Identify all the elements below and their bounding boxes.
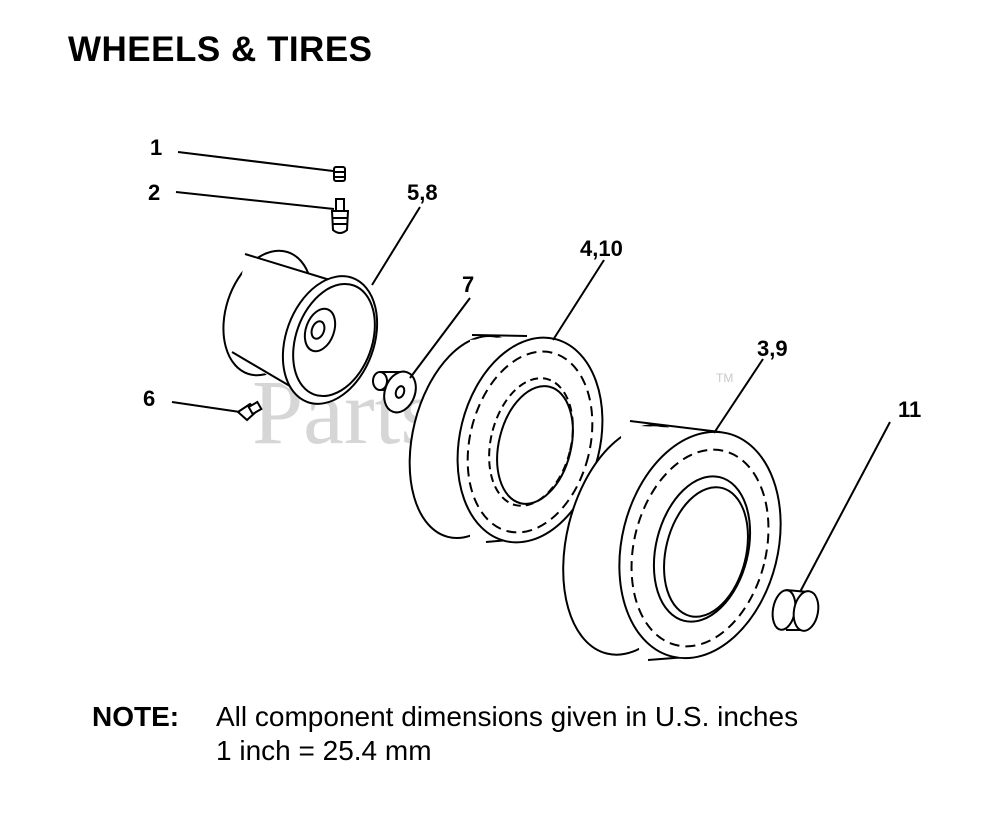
part-rim <box>222 249 379 405</box>
part-bushing <box>372 370 417 414</box>
page-title: WHEELS & TIRES <box>68 30 373 69</box>
callout-1: 1 <box>150 135 162 160</box>
part-lug-bolt <box>236 400 263 422</box>
callout-4-10: 4,10 <box>580 236 623 261</box>
part-valve-cap <box>333 166 346 182</box>
note-line-1: All component dimensions given in U.S. i… <box>216 701 799 732</box>
callout-7: 7 <box>462 272 474 297</box>
callout-11: 11 <box>898 397 921 422</box>
part-tire-front <box>408 334 604 548</box>
part-hub-cap <box>771 589 820 632</box>
callout-5-8: 5,8 <box>407 180 438 205</box>
callout-3-9: 3,9 <box>757 336 788 361</box>
leader-lines <box>171 151 891 593</box>
callout-2: 2 <box>148 180 160 205</box>
part-tire-rear <box>562 420 790 668</box>
note-line-2: 1 inch = 25.4 mm <box>216 735 432 766</box>
note-label: NOTE: <box>92 701 180 732</box>
part-valve-stem <box>330 198 350 234</box>
callout-6: 6 <box>143 386 155 411</box>
watermark-tm: TM <box>716 371 733 385</box>
